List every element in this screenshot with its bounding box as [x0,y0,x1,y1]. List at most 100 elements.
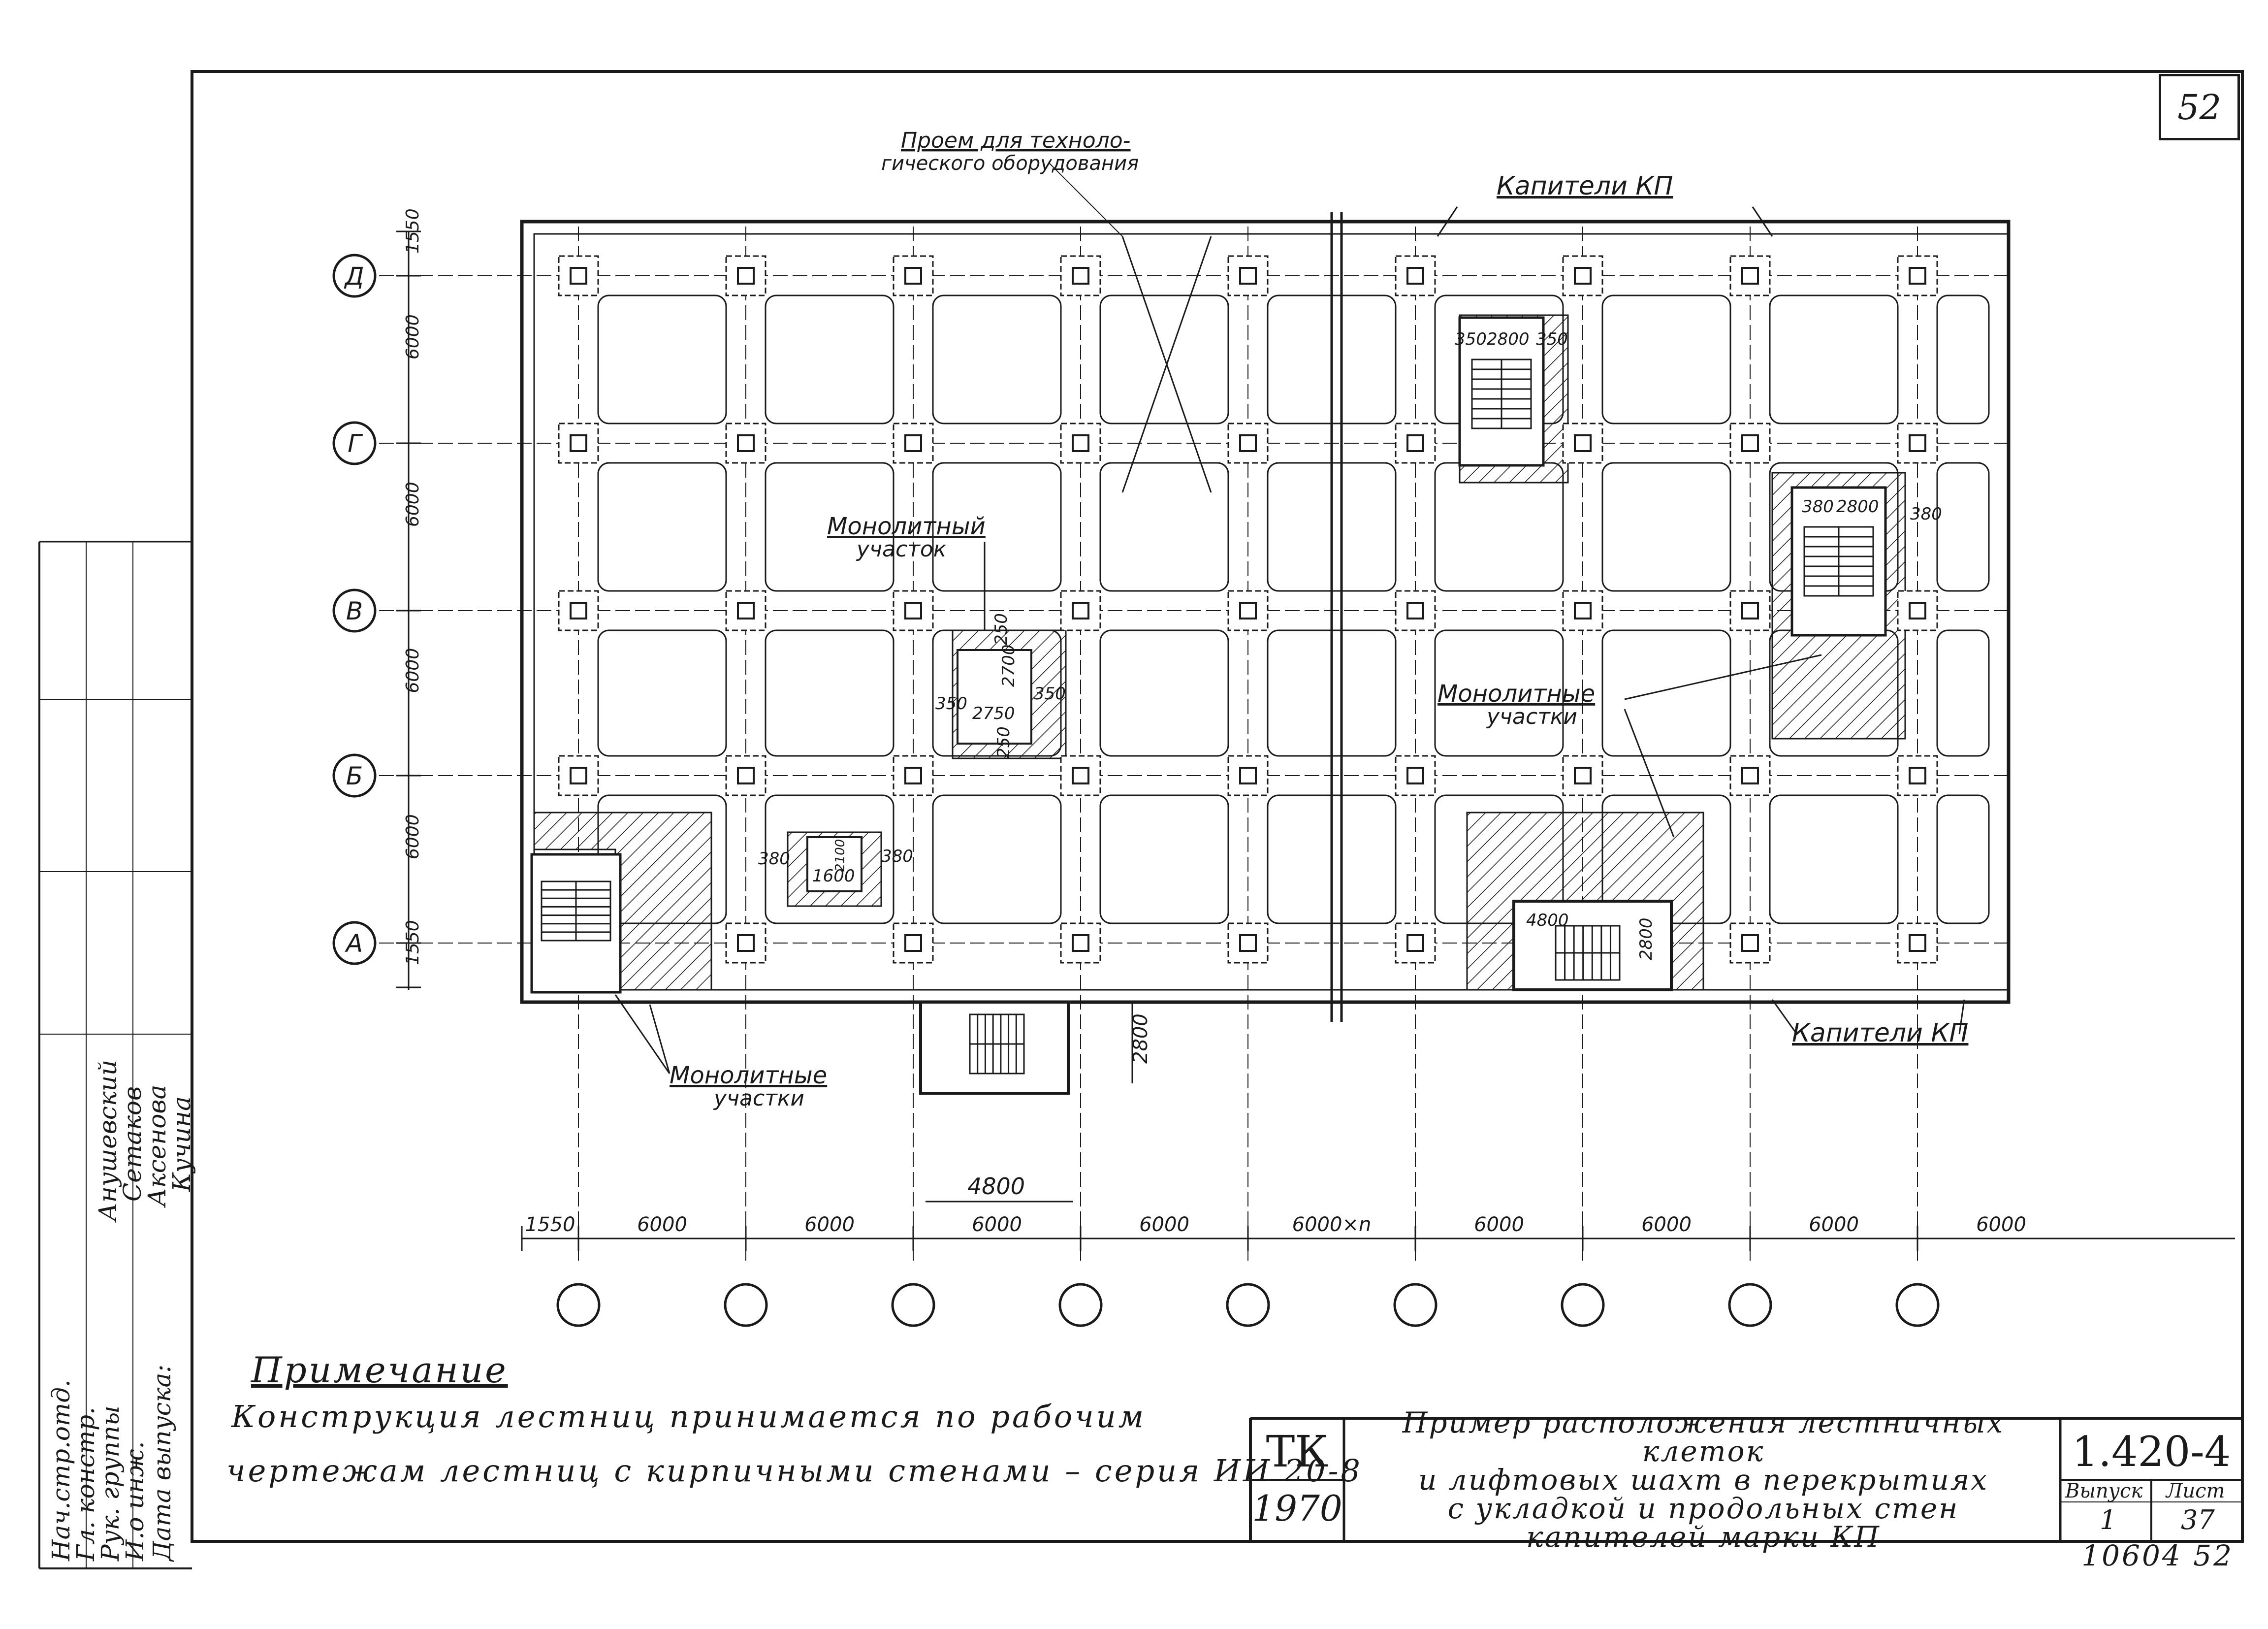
slab-panel [932,794,1062,924]
slab-panel [1936,794,1990,924]
issue-value: 1 [2100,1504,2117,1535]
slab-panel [765,294,894,424]
dim-2800d: 2800 [1129,1013,1152,1064]
axis-row-label: А [345,929,363,958]
row-dim-label: 6000 [403,648,423,693]
axis-bubble-row [332,588,377,633]
capital [1060,755,1101,796]
monolithic-bottom-label-1: Монолитные [670,1062,827,1089]
sig-role-5: Дата выпуска: [148,1364,176,1561]
monolithic-bottom-label-2: участки [713,1086,804,1111]
slab-panel [1267,462,1397,592]
slab-panel [765,629,894,757]
axis-bubble-row [332,254,377,298]
local-dimensions: 350 2800 350 380 2800 380 350 2750 350 2… [758,329,1942,1200]
monolithic-right-label-1: Монолитные [1437,680,1595,708]
row-dim-label: 6000 [403,482,423,527]
row-dim-label: 6000 [403,814,423,859]
capital [725,423,767,464]
column [904,267,922,285]
slab-panel [1601,462,1731,592]
axis-bubble-row [332,921,377,965]
dim-350b: 350 [1536,329,1568,349]
column [1406,934,1424,952]
title-block-frame [1249,1417,2242,1541]
column [1574,434,1592,452]
sig-name-4: Кучина [167,1096,196,1192]
col-dim-label: 6000 [1809,1213,1859,1236]
slab-panel [1267,794,1397,924]
dim-350a: 350 [1455,329,1487,349]
title-block-year: 1970 [1252,1487,1342,1529]
axis-bubble-column [1895,1283,1940,1327]
capital [1729,423,1771,464]
series-code: 1.420-4 [2072,1427,2231,1476]
dim-2800c: 2800 [1636,917,1656,960]
capital [1729,755,1771,796]
col-dim-label: 6000 [1139,1213,1189,1236]
column [1909,767,1926,784]
slab-panel [1434,629,1564,757]
capital [1729,255,1771,296]
axis-bubble-column [724,1283,768,1327]
tech-opening-label-1: Проем для техноло- [901,128,1131,153]
column [1239,434,1257,452]
column [1909,434,1926,452]
capital [893,755,934,796]
axis-row-label: В [346,597,363,625]
capital [893,590,934,631]
dim-2800b: 2800 [1836,497,1879,517]
col-dim-label: 6000 [1976,1213,2026,1236]
column [1909,934,1926,952]
capital [1395,423,1436,464]
col-dim-label: 6000×n [1292,1213,1372,1236]
title-line-1: Пример расположения лестничных клеток [1402,1406,2005,1468]
col-dim-label: 6000 [1474,1213,1524,1236]
dim-380c: 380 [758,849,790,869]
dim-2100: 2100 [833,839,848,872]
column [1072,267,1089,285]
axis-row-label: Г [348,429,363,458]
dim-350d: 350 [1034,684,1066,704]
notes-title: Примечание [251,1349,508,1391]
column [1574,602,1592,619]
capital [893,255,934,296]
column [904,602,922,619]
leader-lines [614,206,1965,1074]
capital [1227,423,1269,464]
capital [1060,255,1101,296]
capital [1060,423,1101,464]
column [1741,767,1759,784]
slab-panel [1267,629,1397,757]
slab-panels [597,294,1990,924]
capital [1897,255,1938,296]
axis-bubble-column [1393,1283,1437,1327]
tech-opening-label-2: гического оборудования [881,152,1139,175]
capital [1562,255,1603,296]
column [1741,602,1759,619]
notes-line-1: Конструкция лестниц принимается по рабоч… [231,1399,1147,1434]
sheet-frame [191,70,2244,1543]
dim-2750: 2750 [972,704,1015,723]
slab-panel [765,794,894,924]
inventory-page: 52 [2193,1539,2234,1572]
monolithic-right-label-2: участки [1486,704,1577,729]
capital [1395,255,1436,296]
column [570,434,587,452]
capital [725,755,767,796]
capital [1897,755,1938,796]
column [737,767,755,784]
sheet-label: Лист [2166,1480,2225,1502]
capital [1729,590,1771,631]
title-line-2: и лифтовых шахт в перекрытиях [1418,1463,1988,1497]
slab-panel [1936,629,1990,757]
col-dim-label: 1550 [525,1213,575,1236]
axis-bubble-column [1058,1283,1103,1327]
column [570,267,587,285]
axis-bubble-row [332,421,377,465]
capital [558,590,599,631]
title-block-title: Пример расположения лестничных клеток и … [1346,1408,2060,1551]
dim-380b: 380 [1910,504,1942,524]
capital [1395,922,1436,964]
